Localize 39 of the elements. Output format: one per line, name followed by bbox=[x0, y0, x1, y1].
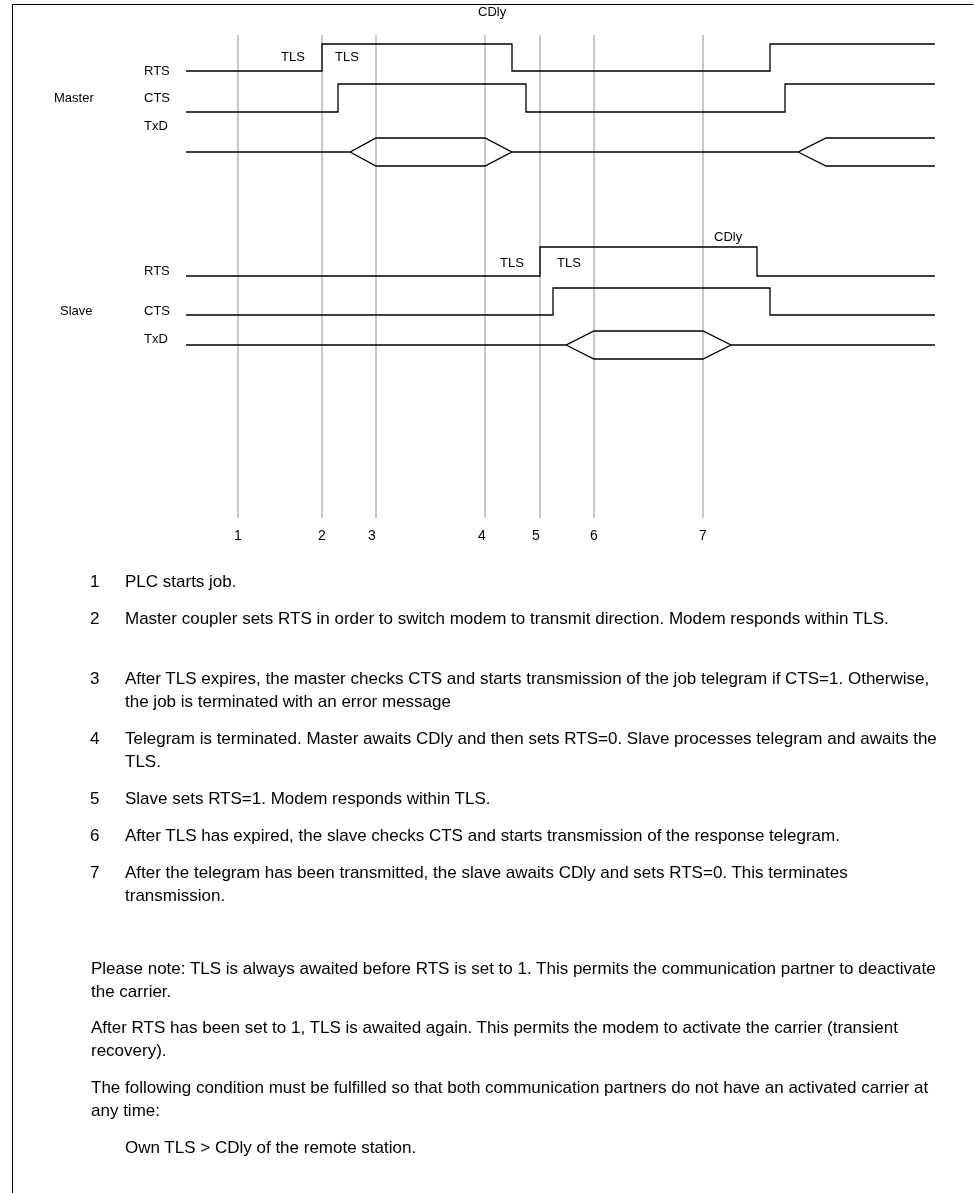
step-text: PLC starts job. bbox=[125, 571, 238, 593]
note-text: The following condition must be fulfilled so that both communication partners do not have an activated carrier at any time: bbox=[91, 1077, 930, 1122]
timing-label: CDly bbox=[714, 229, 743, 244]
note-text: Please note: TLS is always awaited before RTS is set to 1. This permits the communication partner to deactivate the carrier. bbox=[91, 958, 937, 1003]
step-text: After TLS expires, the master checks CTS and starts transmission of the job telegram if CTS=1. Otherwise, the job is terminated with an error message bbox=[125, 668, 931, 713]
step-text: After TLS has expired, the slave checks CTS and starts transmission of the response telegram. bbox=[125, 825, 841, 847]
line-number: 1 bbox=[234, 528, 242, 543]
line-number: 4 bbox=[478, 528, 486, 543]
signal-name: CTS bbox=[144, 303, 170, 318]
note-text: After RTS has been set to 1, TLS is awaited again. This permits the modem to activate the carrier (transient recovery). bbox=[91, 1017, 899, 1062]
step-text: Telegram is terminated. Master awaits CDly and then sets RTS=0. Slave processes telegram and awaits the TLS. bbox=[125, 728, 937, 773]
note-text: Own TLS > CDly of the remote station. bbox=[125, 1137, 418, 1159]
line-number: 5 bbox=[532, 528, 540, 543]
step-text: Slave sets RTS=1. Modem responds within TLS. bbox=[125, 788, 492, 810]
step-number: 2 bbox=[90, 608, 100, 630]
line-number: 2 bbox=[318, 528, 326, 543]
timing-label: TLS bbox=[500, 255, 524, 270]
line-number: 6 bbox=[590, 528, 598, 543]
group-label: Slave bbox=[60, 303, 93, 318]
signal-name: TxD bbox=[144, 118, 168, 133]
line-number: 3 bbox=[368, 528, 376, 543]
step-number: 1 bbox=[90, 571, 100, 593]
step-number: 4 bbox=[90, 728, 100, 750]
timing-label: TLS bbox=[557, 255, 581, 270]
step-text: Master coupler sets RTS in order to switch modem to transmit direction. Modem responds within TLS. bbox=[125, 608, 890, 630]
signal-name: RTS bbox=[144, 63, 170, 78]
step-number: 7 bbox=[90, 862, 100, 884]
step-text: After the telegram has been transmitted, the slave awaits CDly and sets RTS=0. This terminates transmission. bbox=[125, 862, 849, 907]
signal-name: CTS bbox=[144, 90, 170, 105]
step-number: 3 bbox=[90, 668, 100, 690]
timing-label: TLS bbox=[281, 49, 305, 64]
step-number: 6 bbox=[90, 825, 100, 847]
signal-name: TxD bbox=[144, 331, 168, 346]
step-number: 5 bbox=[90, 788, 100, 810]
signal-name: RTS bbox=[144, 263, 170, 278]
timing-label: CDly bbox=[478, 4, 507, 19]
timing-label: TLS bbox=[335, 49, 359, 64]
group-label: Master bbox=[54, 90, 94, 105]
line-number: 7 bbox=[699, 528, 707, 543]
